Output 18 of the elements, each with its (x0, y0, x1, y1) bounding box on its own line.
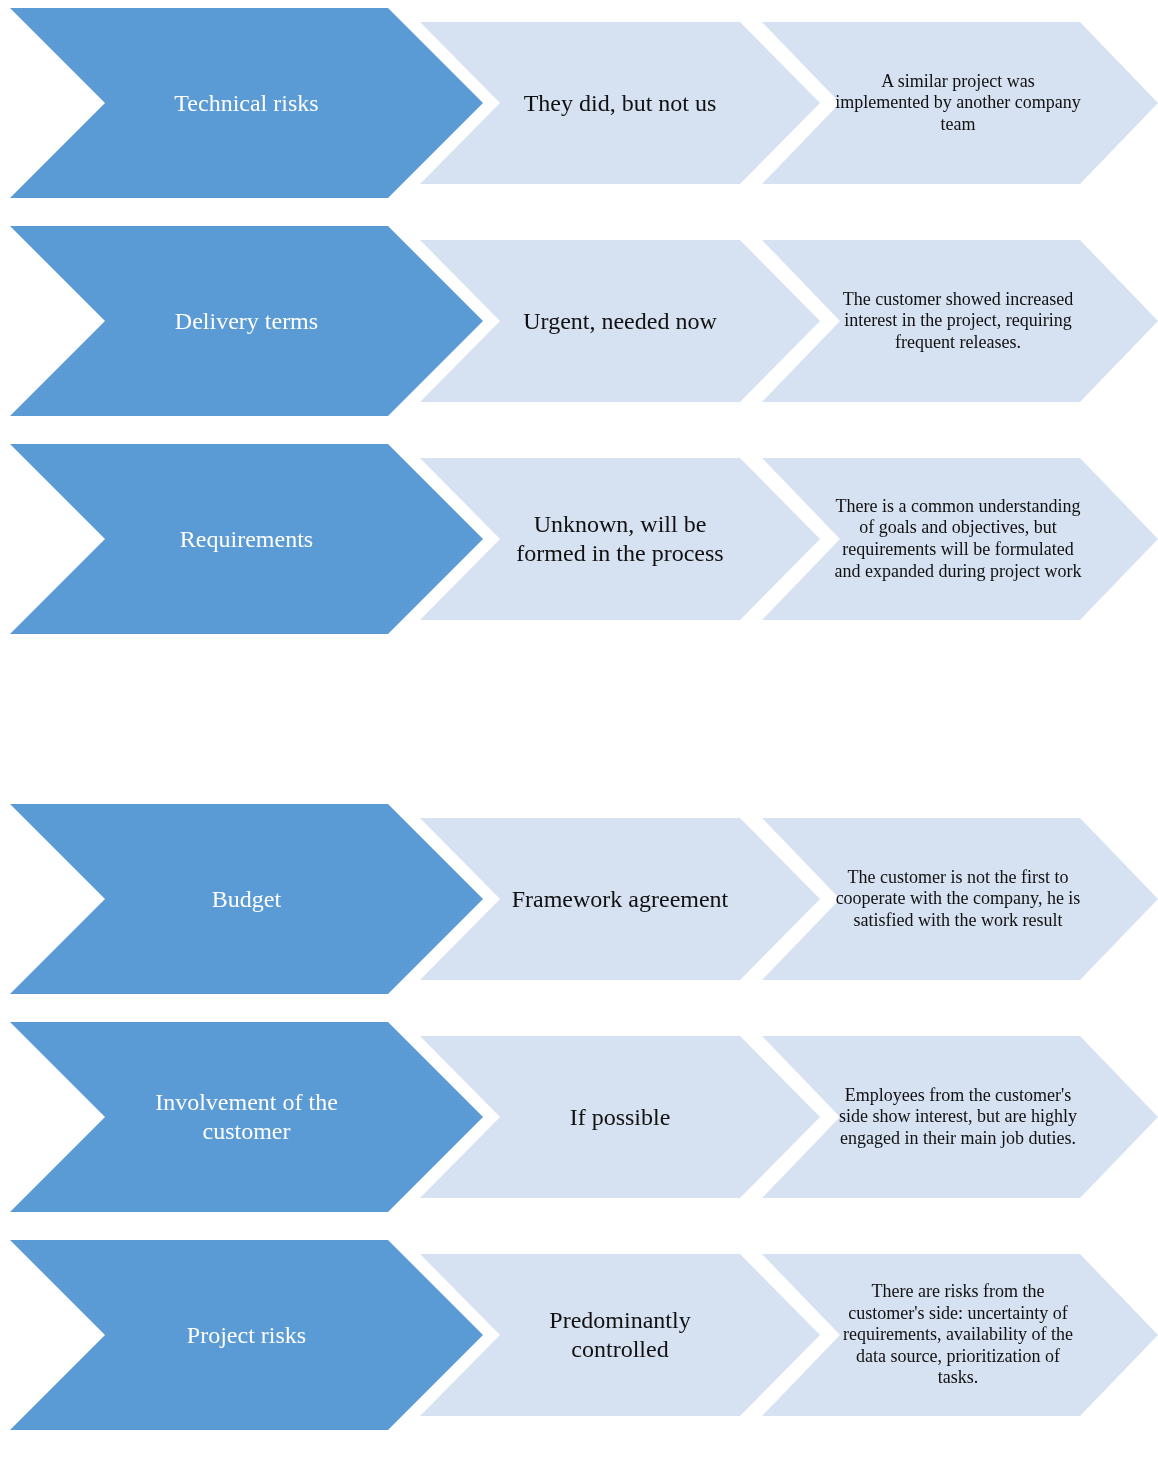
chevron-label: Predominantly controlled (548, 1306, 692, 1364)
chevron-label: Technical risks (174, 88, 319, 118)
chevron-label: Urgent, needed now (523, 306, 717, 336)
chevron-label: The customer is not the first to cooperate with the company, he is satisfied with the work result (834, 866, 1082, 932)
chevron-label: Involvement of the customer (154, 1088, 339, 1146)
chevron-label: The customer showed increased interest in the project, requiring frequent releases. (841, 288, 1075, 354)
chevron-label: There are risks from the customer's side: uncertainty of requirements, availability of the data source, prioritization of tasks. (842, 1281, 1074, 1389)
chevron-label: Framework agreement (511, 884, 729, 914)
chevron-label: Unknown, will be formed in the process (515, 510, 725, 568)
chevron-label: Requirements (179, 524, 314, 554)
chevron-label: A similar project was implemented by another company team (834, 70, 1082, 136)
chevron-label: Delivery terms (174, 306, 319, 336)
chevron-label: They did, but not us (523, 88, 717, 118)
chevron-label: If possible (569, 1102, 671, 1132)
chevron-label: Project risks (186, 1320, 307, 1350)
chevron-label: Employees from the customer's side show interest, but are highly engaged in their main job duties. (838, 1084, 1078, 1150)
chevron-label: There is a common understanding of goals and objectives, but requirements will be formulated and expanded during project work (834, 495, 1082, 583)
chevron-label: Budget (211, 884, 282, 914)
